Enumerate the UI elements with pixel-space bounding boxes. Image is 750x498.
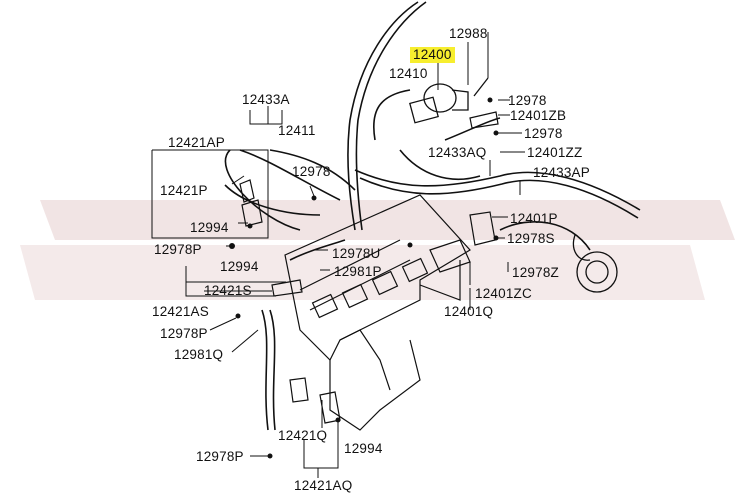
part-label-12433AP[interactable]: 12433AP: [533, 165, 590, 180]
part-label-12410[interactable]: 12410: [389, 66, 428, 81]
part-label-12433AQ[interactable]: 12433AQ: [428, 145, 487, 160]
part-label-12978P[interactable]: 12978P: [196, 449, 244, 464]
bolts: [229, 97, 499, 459]
part-label-12994[interactable]: 12994: [190, 220, 229, 235]
part-label-12978P[interactable]: 12978P: [160, 326, 208, 341]
purge-control-solenoid: [409, 77, 489, 124]
part-label-12421AP[interactable]: 12421AP: [168, 135, 225, 150]
part-label-12988[interactable]: 12988: [449, 26, 488, 41]
part-label-12421P[interactable]: 12421P: [160, 183, 208, 198]
part-label-12401ZB[interactable]: 12401ZB: [510, 108, 567, 123]
part-label-12978U[interactable]: 12978U: [332, 246, 381, 261]
vacuum-hoses: [224, 1, 641, 431]
part-label-12978Z[interactable]: 12978Z: [512, 265, 559, 280]
part-label-12401Q[interactable]: 12401Q: [444, 304, 494, 319]
part-label-12994[interactable]: 12994: [344, 441, 383, 456]
part-label-12978[interactable]: 12978: [524, 126, 563, 141]
part-label-12981P[interactable]: 12981P: [334, 264, 382, 279]
part-label-12978S[interactable]: 12978S: [507, 231, 555, 246]
part-label-12421Q[interactable]: 12421Q: [278, 428, 328, 443]
part-label-12411[interactable]: 12411: [278, 123, 316, 138]
part-label-12421AS[interactable]: 12421AS: [152, 304, 209, 319]
watermark-logo: [20, 200, 735, 300]
part-label-12401P[interactable]: 12401P: [510, 211, 558, 226]
intake-manifold: [284, 194, 471, 431]
brackets: [239, 111, 499, 424]
part-label-12421AQ[interactable]: 12421AQ: [294, 478, 353, 493]
part-label-12400-highlighted[interactable]: 12400: [410, 47, 455, 63]
part-label-12401ZC[interactable]: 12401ZC: [475, 286, 532, 301]
part-label-12978[interactable]: 12978: [292, 164, 331, 179]
part-label-12421S[interactable]: 12421S: [204, 283, 252, 298]
part-label-12433A[interactable]: 12433A: [242, 92, 290, 107]
part-label-12978[interactable]: 12978: [508, 93, 547, 108]
part-label-12978P[interactable]: 12978P: [154, 242, 202, 257]
part-label-12981Q[interactable]: 12981Q: [174, 347, 224, 362]
part-label-12994[interactable]: 12994: [220, 259, 259, 274]
charcoal-canister: [572, 234, 618, 293]
part-label-12401ZZ[interactable]: 12401ZZ: [527, 145, 583, 160]
